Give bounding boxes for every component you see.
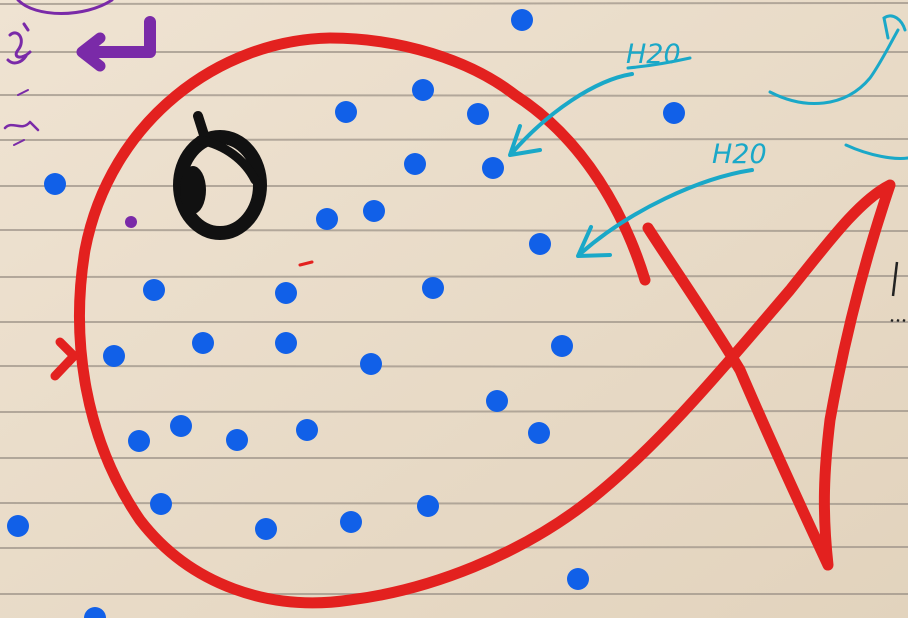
- water-molecule-dot: [192, 332, 214, 354]
- h2o-label-bottom: H20: [712, 139, 767, 170]
- water-molecule-dot: [360, 353, 382, 375]
- water-molecule-dot: [417, 495, 439, 517]
- water-molecule-dot: [226, 429, 248, 451]
- purple-dot: [125, 216, 137, 228]
- water-molecule-dot: [567, 568, 589, 590]
- water-molecule-dot: [103, 345, 125, 367]
- water-molecule-dot: [412, 79, 434, 101]
- rule-line: [0, 95, 908, 96]
- water-molecule-dot: [255, 518, 277, 540]
- water-molecule-dot: [529, 233, 551, 255]
- water-molecule-dot: [404, 153, 426, 175]
- water-molecule-dot: [528, 422, 550, 444]
- water-molecule-dot: [486, 390, 508, 412]
- water-molecule-dot: [551, 335, 573, 357]
- water-molecule-dot: [422, 277, 444, 299]
- water-molecule-dot: [143, 279, 165, 301]
- water-molecule-dot: [170, 415, 192, 437]
- water-molecule-dot: [275, 282, 297, 304]
- rule-line: [0, 3, 908, 4]
- water-molecule-dot: [275, 332, 297, 354]
- rule-line: [0, 503, 908, 504]
- water-molecule-dot: [316, 208, 338, 230]
- rule-line: [0, 276, 908, 277]
- water-molecule-dot: [44, 173, 66, 195]
- water-molecule-dot: [663, 102, 685, 124]
- rule-line: [0, 366, 908, 367]
- water-molecule-dot: [296, 419, 318, 441]
- water-molecule-dot: [340, 511, 362, 533]
- water-molecule-dot: [511, 9, 533, 31]
- water-molecule-dot: [335, 101, 357, 123]
- water-molecule-dot: [467, 103, 489, 125]
- rule-line: [0, 230, 908, 231]
- water-molecule-dot: [128, 430, 150, 452]
- water-molecule-dot: [7, 515, 29, 537]
- rule-line: [0, 411, 908, 412]
- rule-line: [0, 547, 908, 548]
- water-molecule-dot: [363, 200, 385, 222]
- water-molecule-dot: [482, 157, 504, 179]
- water-molecule-dot: [150, 493, 172, 515]
